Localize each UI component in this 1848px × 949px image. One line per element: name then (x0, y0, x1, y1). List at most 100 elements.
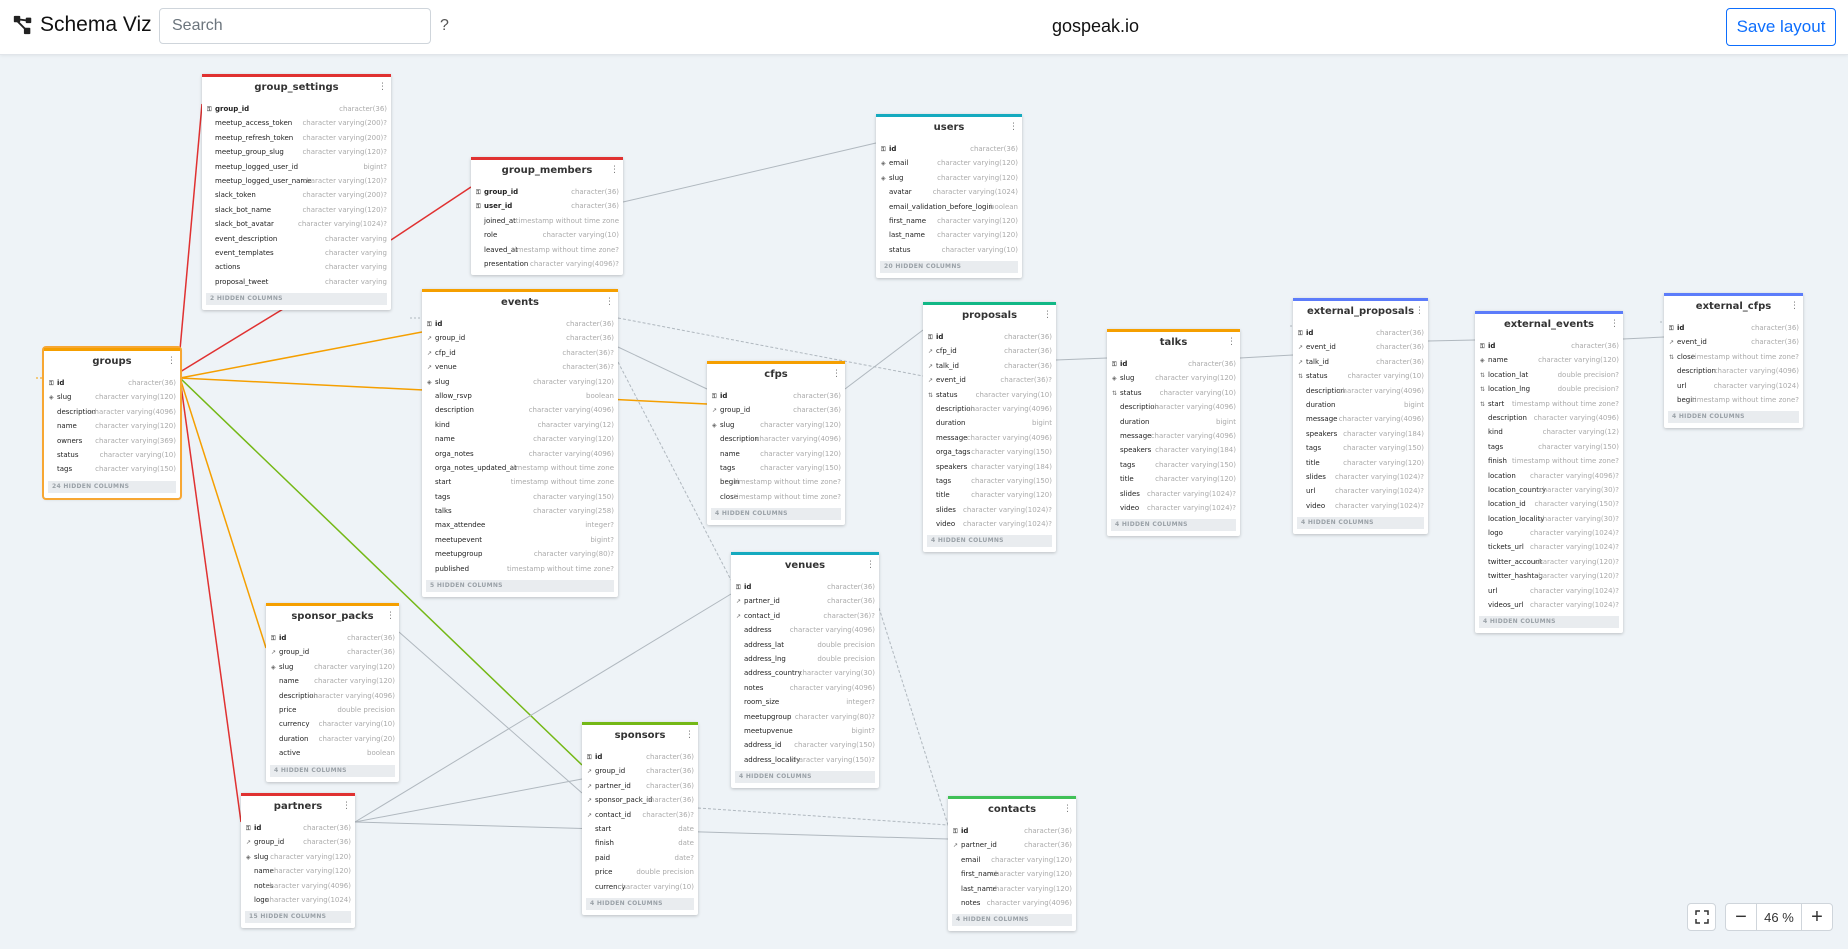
table-header[interactable]: group_settings⋮ (202, 74, 391, 102)
hidden-columns-toggle[interactable]: 24 HIDDEN COLUMNS (48, 480, 176, 493)
hidden-columns-toggle[interactable]: 15 HIDDEN COLUMNS (245, 911, 351, 924)
hidden-columns-toggle[interactable]: 4 HIDDEN COLUMNS (1111, 519, 1236, 532)
table-header[interactable]: events⋮ (422, 289, 618, 317)
hidden-columns-toggle[interactable]: 4 HIDDEN COLUMNS (735, 771, 875, 784)
hidden-columns-toggle[interactable]: 4 HIDDEN COLUMNS (586, 897, 694, 910)
table-menu-icon[interactable]: ⋮ (378, 82, 387, 92)
help-link[interactable]: ? (440, 17, 449, 34)
hidden-columns-toggle[interactable]: 2 HIDDEN COLUMNS (206, 293, 387, 306)
table-menu-icon[interactable]: ⋮ (1009, 122, 1018, 132)
zoom-in-button[interactable]: + (1811, 905, 1823, 928)
table-header[interactable]: external_events⋮ (1475, 311, 1623, 339)
table-menu-icon[interactable]: ⋮ (610, 165, 619, 175)
table-menu-icon[interactable]: ⋮ (685, 730, 694, 740)
table-menu-icon[interactable]: ⋮ (1043, 310, 1052, 320)
table-header[interactable]: partners⋮ (241, 793, 355, 821)
table-menu-icon[interactable]: ⋮ (167, 356, 176, 366)
table-header[interactable]: group_members⋮ (471, 157, 623, 185)
table-menu-icon[interactable]: ⋮ (605, 297, 614, 307)
save-layout-button[interactable]: Save layout (1726, 8, 1836, 46)
table-menu-icon[interactable]: ⋮ (342, 801, 351, 811)
zoom-out-button[interactable]: − (1735, 905, 1747, 928)
